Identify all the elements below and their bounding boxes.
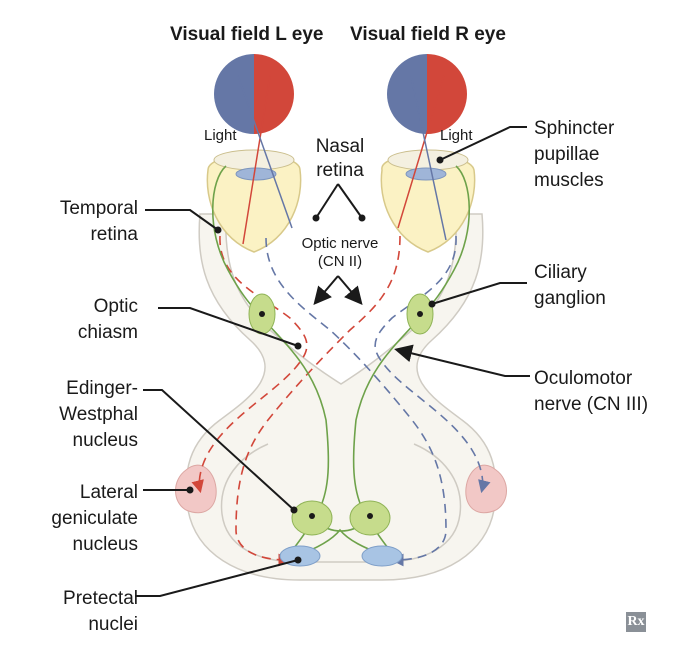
lateral-geniculate-left — [175, 464, 217, 514]
visual-field-right-title: Visual field R eye — [350, 24, 506, 45]
pretectal-pointer — [294, 556, 302, 564]
visual-field-right — [387, 54, 467, 134]
ciliary-pointer — [428, 300, 436, 308]
lateral-geniculate-label-2: geniculate — [51, 508, 138, 529]
nasal-retina-label-2: retina — [316, 160, 364, 181]
nasal-retina-label-1: Nasal — [316, 136, 365, 157]
temporal-retina-label-1: Temporal — [60, 198, 138, 219]
edinger-westphal-label-2: Westphal — [59, 404, 138, 425]
optic-chiasm-pointer — [294, 342, 302, 350]
lateral-geniculate-right — [465, 464, 507, 514]
optic-nerve-label-2: (CN II) — [318, 253, 362, 270]
visual-field-left — [214, 54, 294, 134]
nasal-retina-pointer-right — [358, 214, 366, 222]
ciliary-ganglion-left — [248, 293, 276, 335]
lateral-geniculate-pointer — [186, 486, 194, 494]
ciliary-label-2: ganglion — [534, 288, 606, 309]
visual-pathway-shell — [185, 213, 497, 581]
oculomotor-label-1: Oculomotor — [534, 368, 633, 389]
optic-chiasm-label-2: chiasm — [78, 322, 138, 343]
edinger-westphal-label-3: nucleus — [73, 430, 139, 451]
pretectal-nucleus-left — [279, 545, 321, 567]
sphincter-label-2: pupillae — [534, 144, 600, 165]
edinger-westphal-pointer — [290, 506, 298, 514]
sphincter-pointer — [436, 156, 444, 164]
eye-left — [206, 149, 302, 253]
nasal-field-pathway — [265, 235, 491, 567]
edinger-westphal-label-1: Edinger- — [66, 378, 138, 399]
nasal-retina-pointer-left — [312, 214, 320, 222]
visual-field-left-title: Visual field L eye — [170, 24, 323, 45]
sphincter-label-1: Sphincter — [534, 118, 615, 139]
rx-logo: Rx — [626, 612, 646, 632]
light-ray-left-blue — [237, 75, 293, 229]
ciliary-ganglion-right — [406, 293, 434, 335]
lateral-geniculate-label-3: nucleus — [73, 534, 139, 555]
pretectal-nucleus-right — [361, 545, 403, 567]
temporal-retina-pointer — [214, 226, 222, 234]
sphincter-label-3: muscles — [534, 170, 604, 191]
pretectal-label-1: Pretectal — [63, 588, 138, 609]
optic-nerve-label-1: Optic nerve — [302, 235, 379, 252]
light-ray-left-red — [242, 75, 271, 245]
lateral-geniculate-label-1: Lateral — [80, 482, 138, 503]
edinger-westphal-nucleus-right — [349, 500, 391, 536]
light-ray-right-red — [397, 75, 445, 229]
optic-chiasm-label-1: Optic — [94, 296, 138, 317]
temporal-field-pathway — [191, 235, 401, 567]
edinger-westphal-nucleus-left — [291, 500, 333, 536]
pretectal-label-2: nuclei — [88, 614, 138, 635]
leader-lines — [135, 126, 530, 597]
light-label-right: Light — [440, 127, 473, 144]
ciliary-label-1: Ciliary — [534, 262, 587, 283]
light-label-left: Light — [204, 127, 237, 144]
light-ray-right-blue — [410, 75, 447, 241]
temporal-retina-label-2: retina — [90, 224, 138, 245]
oculomotor-label-2: nerve (CN III) — [534, 394, 648, 415]
